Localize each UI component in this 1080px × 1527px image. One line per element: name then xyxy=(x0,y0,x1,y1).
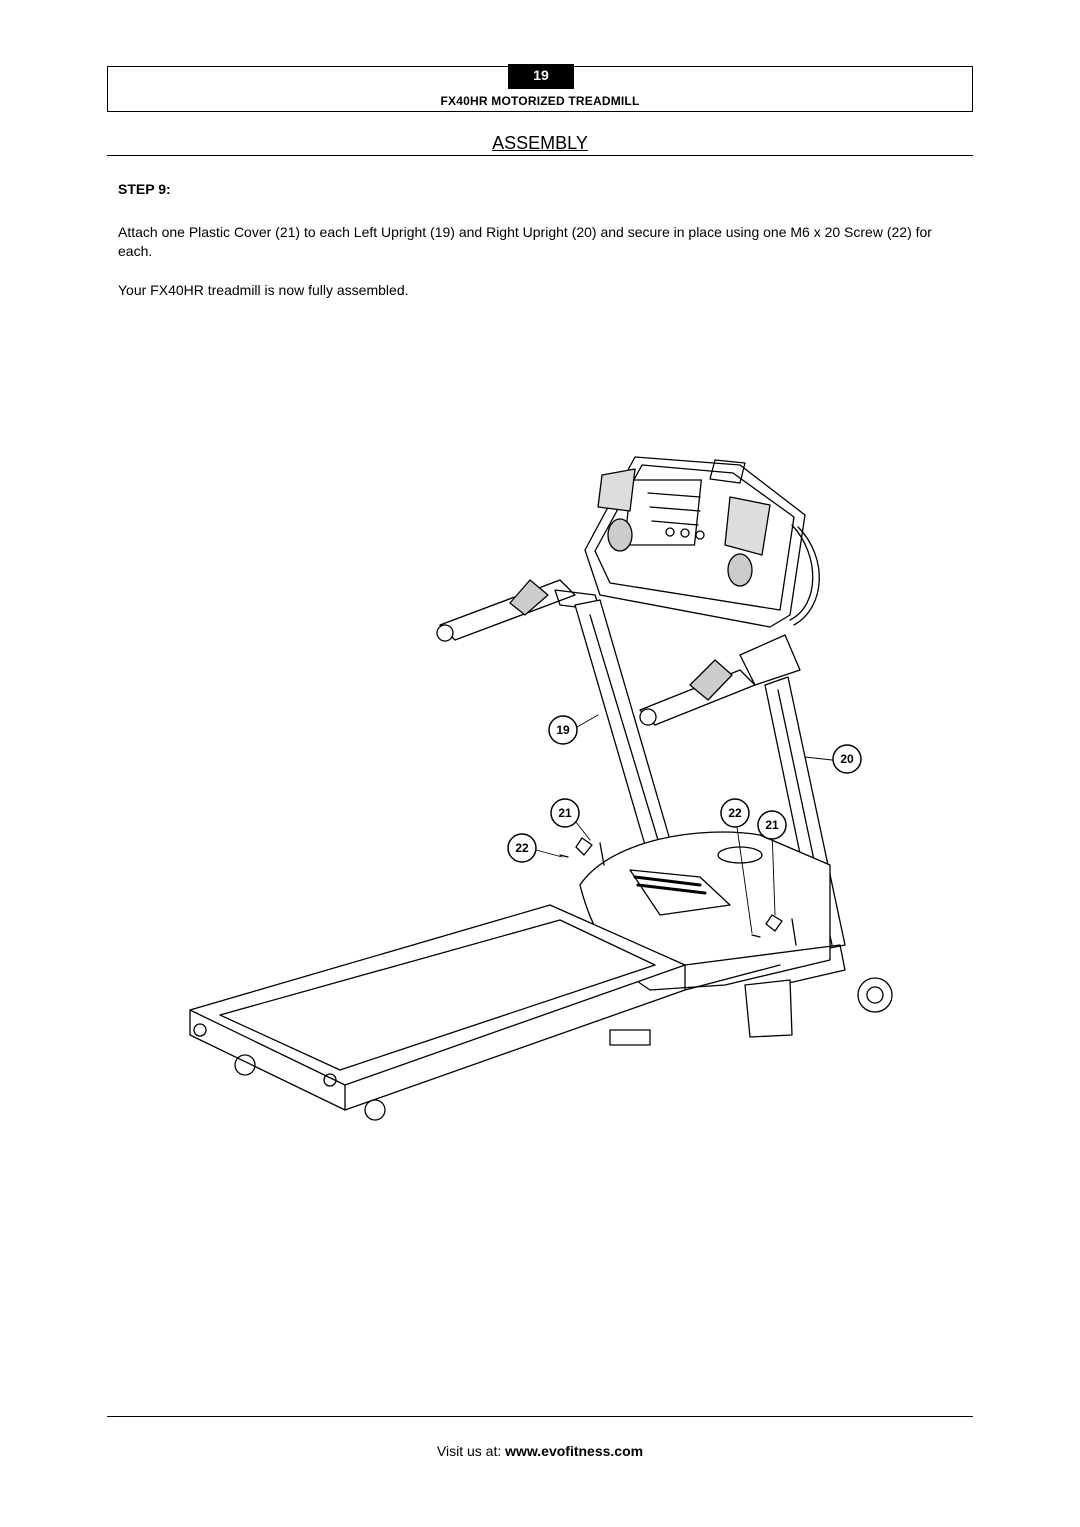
callout-21-left: 21 xyxy=(550,798,580,828)
console-illustration xyxy=(584,456,820,628)
section-divider xyxy=(107,155,973,156)
svg-text:19: 19 xyxy=(556,723,570,737)
footer: Visit us at: www.evofitness.com xyxy=(107,1443,973,1459)
step-instruction: Attach one Plastic Cover (21) to each Le… xyxy=(118,224,932,259)
cover-screw-illustration xyxy=(559,837,797,946)
callout-19: 19 xyxy=(548,715,578,745)
step-label: STEP 9: xyxy=(118,181,171,197)
part-callouts: 19 20 21 22 22 21 xyxy=(507,715,862,863)
svg-text:22: 22 xyxy=(515,841,529,855)
completion-note: Your FX40HR treadmill is now fully assem… xyxy=(118,282,409,298)
wheels-illustration xyxy=(193,977,893,1121)
footer-prefix: Visit us at: xyxy=(436,1443,506,1459)
document-title: FX40HR MOTORIZED TREADMILL xyxy=(440,94,640,108)
treadmill-assembly-diagram: 19 20 21 22 22 21 xyxy=(189,456,893,1121)
handlebar-illustration xyxy=(436,579,801,726)
callout-22-right: 22 xyxy=(720,798,750,828)
deck-illustration xyxy=(189,904,846,1111)
svg-text:22: 22 xyxy=(728,806,742,820)
leader-lines xyxy=(535,714,833,934)
callout-21-right: 21 xyxy=(757,810,787,840)
svg-text:21: 21 xyxy=(765,818,779,832)
section-title: ASSEMBLY xyxy=(492,133,588,153)
footer-url[interactable]: www.evofitness.com xyxy=(505,1443,644,1459)
callout-20: 20 xyxy=(832,744,862,774)
page-number: 19 xyxy=(508,64,574,89)
footer-divider xyxy=(107,1416,973,1417)
svg-text:21: 21 xyxy=(558,806,572,820)
svg-text:20: 20 xyxy=(840,752,854,766)
callout-22-left: 22 xyxy=(507,833,537,863)
